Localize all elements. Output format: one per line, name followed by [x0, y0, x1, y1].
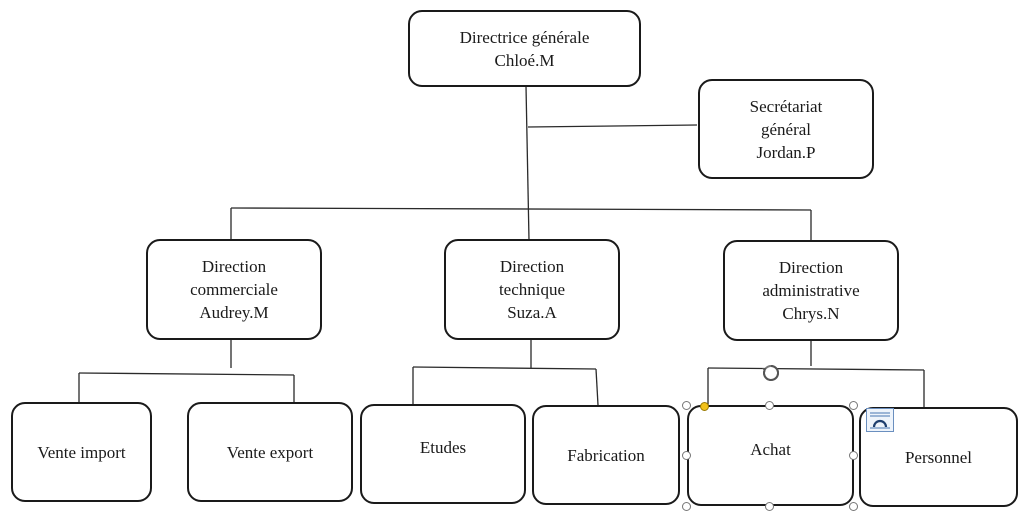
node-label-line: Direction — [778, 258, 844, 277]
node-label-line: Achat — [750, 440, 791, 459]
resize-handle-top-left[interactable] — [682, 401, 691, 410]
node-label-line: Fabrication — [567, 445, 645, 465]
node-secretariat-general[interactable]: Secrétariat général Jordan.P — [698, 79, 874, 179]
connector-line — [230, 207, 812, 211]
node-direction-administrative[interactable]: Direction administrative Chrys.N — [723, 240, 899, 341]
node-label-line: Vente export — [226, 442, 314, 462]
resize-handle-bottom-left[interactable] — [682, 502, 691, 511]
node-label-line: Personnel — [904, 447, 973, 467]
node-label-line: Chrys.N — [782, 304, 840, 323]
node-label-line: technique — [498, 280, 566, 299]
node-fabrication[interactable]: Fabrication — [532, 405, 680, 505]
node-directrice-generale[interactable]: Directrice générale Chloé.M — [408, 10, 641, 87]
node-direction-technique[interactable]: Direction technique Suza.A — [444, 239, 620, 340]
connector-line — [527, 124, 698, 128]
node-label-line: Secrétariat — [749, 96, 823, 116]
connector-line — [707, 367, 925, 371]
connector-line — [412, 366, 597, 370]
node-label-line: Direction — [201, 257, 267, 276]
node-label-line: Directrice générale — [459, 27, 590, 47]
node-vente-import[interactable]: Vente import — [11, 402, 152, 502]
rotate-icon[interactable] — [760, 362, 782, 384]
node-label-line: général — [760, 119, 812, 139]
node-label-line: administrative — [762, 281, 860, 300]
layout-options-icon[interactable] — [866, 408, 894, 432]
node-label-line: Etudes — [419, 438, 467, 457]
node-label-line: Suza.A — [507, 303, 557, 322]
node-etudes[interactable]: Etudes — [360, 404, 526, 504]
resize-handle-right[interactable] — [849, 451, 858, 460]
node-label-line: commerciale — [190, 280, 278, 299]
node-label-line: Chloé.M — [494, 50, 555, 70]
resize-handle-top-right[interactable] — [849, 401, 858, 410]
node-achat[interactable]: Achat — [687, 405, 854, 506]
connector-line — [78, 372, 295, 376]
node-label-line: Direction — [499, 257, 565, 276]
node-personnel[interactable]: Personnel — [859, 407, 1018, 507]
node-label-line: Vente import — [37, 442, 126, 462]
connector-line — [525, 85, 530, 241]
resize-handle-bottom[interactable] — [765, 502, 774, 511]
node-label-line: Audrey.M — [199, 303, 269, 322]
node-vente-export[interactable]: Vente export — [187, 402, 353, 502]
node-label-line: Jordan.P — [756, 142, 816, 162]
resize-handle-top[interactable] — [765, 401, 774, 410]
resize-handle-left[interactable] — [682, 451, 691, 460]
resize-handle-bottom-right[interactable] — [849, 502, 858, 511]
adjust-handle[interactable] — [700, 402, 709, 411]
node-direction-commerciale[interactable]: Direction commerciale Audrey.M — [146, 239, 322, 340]
connector-line — [595, 368, 599, 406]
